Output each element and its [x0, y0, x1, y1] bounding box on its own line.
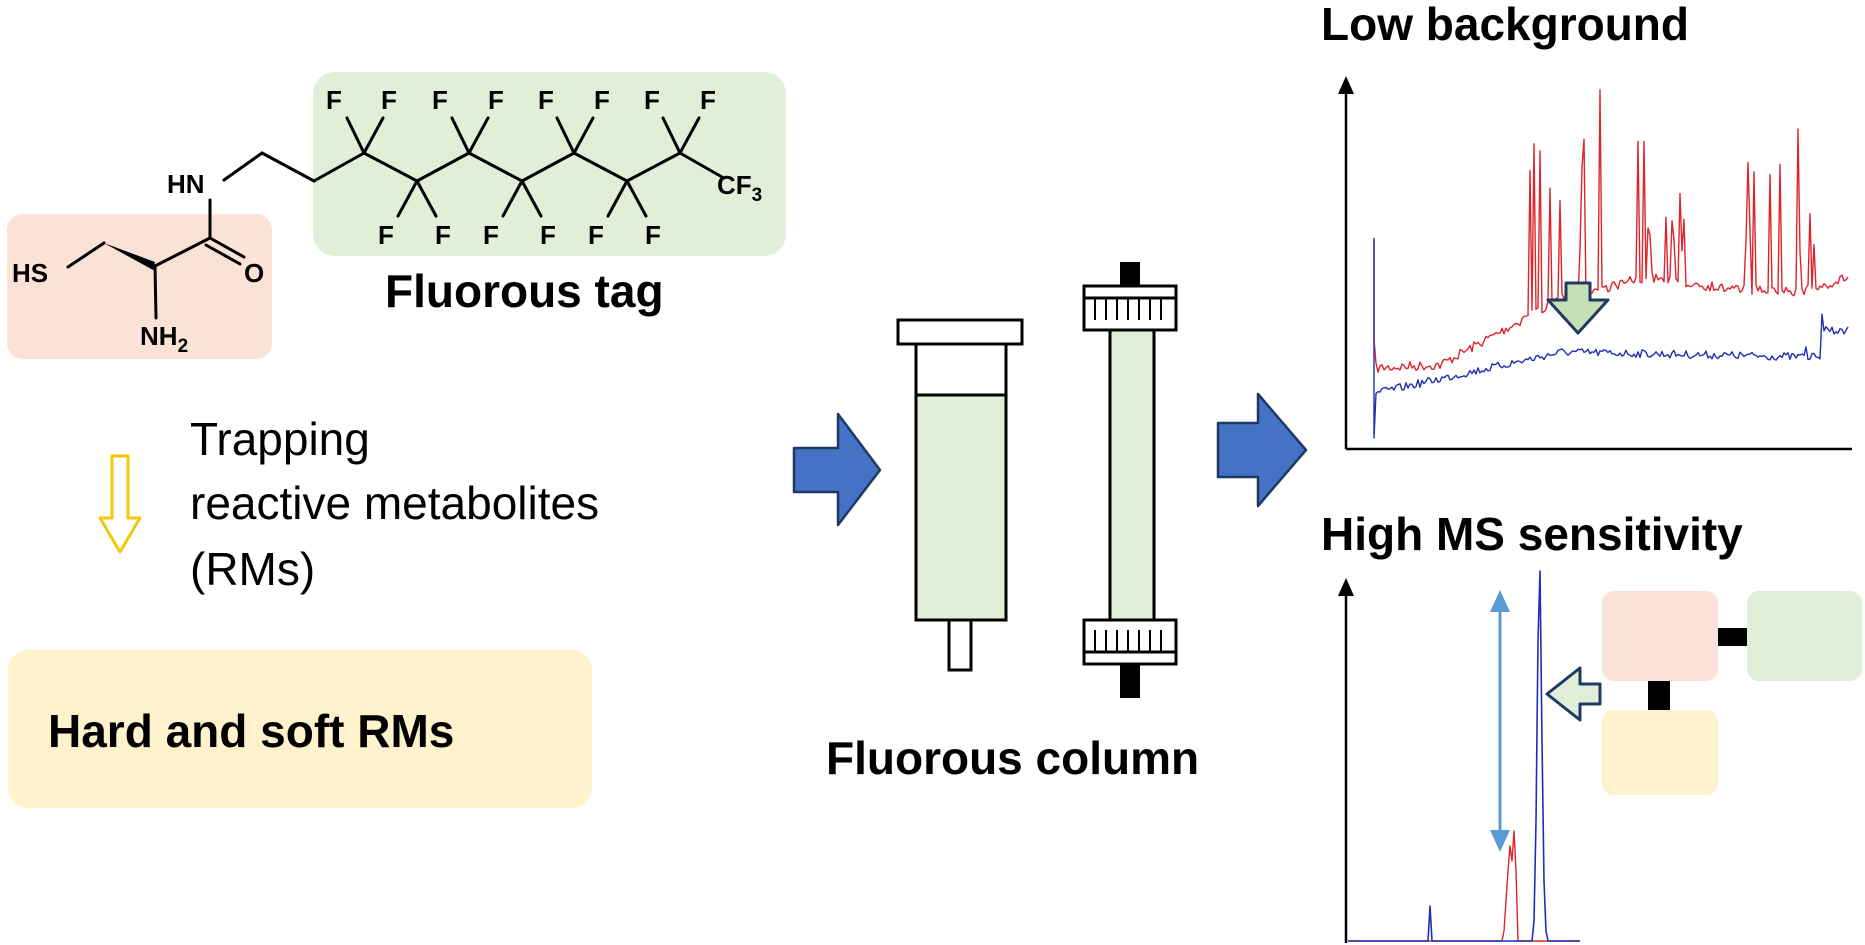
bottom-chart-after-trace — [1348, 570, 1580, 942]
trapping-line-2: reactive metabolites — [190, 477, 599, 529]
syringe-flange — [896, 318, 1024, 346]
atom-f: F — [432, 85, 448, 115]
trapping-line-1: Trapping — [190, 413, 370, 465]
fluorine-atoms: F F F F F F F F F F F F F F — [326, 85, 716, 250]
rms-box: Hard and soft RMs — [8, 650, 592, 808]
low-background-chart: Low background — [1321, 0, 1852, 451]
atom-f: F — [435, 220, 451, 250]
stereo-wedge-bond — [104, 243, 155, 270]
low-background-title: Low background — [1321, 0, 1689, 50]
syringe-cartridge-icon — [896, 318, 1024, 672]
atom-cf: CF — [717, 170, 752, 200]
flow-arrow-icon — [1216, 392, 1308, 508]
atom-f: F — [700, 85, 716, 115]
atom-hs: HS — [12, 258, 48, 288]
rms-box-background — [8, 650, 592, 808]
trapping-step: Trapping reactive metabolites (RMs) — [98, 413, 599, 595]
syringe-tip — [947, 618, 973, 672]
fluorous-column-label: Fluorous column — [826, 732, 1199, 784]
top-chart-after-trace — [1373, 238, 1849, 439]
column-bottom-nut — [1120, 664, 1140, 698]
cysteine-highlight-box — [7, 214, 272, 359]
hplc-column-icon — [1082, 262, 1178, 698]
adduct-left-arrow-icon — [1545, 666, 1602, 722]
atom-f: F — [538, 85, 554, 115]
top-chart-axes — [1338, 76, 1852, 451]
top-chart-before-trace — [1373, 89, 1849, 373]
atom-hn: HN — [167, 169, 205, 199]
fluorous-tag-label: Fluorous tag — [385, 265, 664, 317]
atom-f: F — [540, 220, 556, 250]
molecule: HN O HS NH2 CF3 F F F F F F F F F F F F … — [7, 72, 786, 359]
atom-f: F — [326, 85, 342, 115]
atom-o: O — [244, 258, 264, 288]
column-top-nut — [1120, 262, 1140, 286]
bottom-chart-axes — [1338, 578, 1354, 943]
atom-f: F — [483, 220, 499, 250]
atom-cf3-subscript: 3 — [752, 185, 763, 206]
syringe-packing — [914, 393, 1008, 622]
atom-f: F — [645, 220, 661, 250]
column-top-fitting — [1082, 284, 1178, 332]
atom-f: F — [588, 220, 604, 250]
atom-nh: NH — [140, 321, 178, 351]
atom-f: F — [594, 85, 610, 115]
molecule-bonds — [66, 116, 724, 320]
atom-nh2-subscript: 2 — [178, 336, 189, 357]
cysteine-block — [1602, 591, 1718, 681]
high-sensitivity-title: High MS sensitivity — [1321, 508, 1743, 560]
reduction-marker-down-arrow-icon — [1546, 281, 1610, 335]
flow-arrow-icon — [792, 412, 882, 527]
tag-link — [1718, 628, 1747, 646]
high-sensitivity-chart: High MS sensitivity — [1321, 508, 1862, 943]
metabolite-link — [1648, 681, 1670, 710]
down-arrow-icon — [98, 454, 142, 554]
atom-f: F — [381, 85, 397, 115]
column-body — [1108, 328, 1156, 622]
reactive-metabolite-block — [1602, 710, 1718, 795]
atom-f: F — [488, 85, 504, 115]
atom-cf3: CF3 — [717, 170, 762, 206]
column-bottom-fitting — [1082, 618, 1178, 666]
atom-f: F — [378, 220, 394, 250]
trapping-line-3: (RMs) — [190, 543, 315, 595]
rms-box-label: Hard and soft RMs — [48, 705, 454, 757]
adduct-schematic — [1545, 591, 1862, 795]
fluorous-tag-block — [1747, 591, 1862, 681]
signal-gain-double-arrow-icon — [1490, 590, 1510, 852]
atom-nh2: NH2 — [140, 321, 188, 357]
atom-f: F — [644, 85, 660, 115]
